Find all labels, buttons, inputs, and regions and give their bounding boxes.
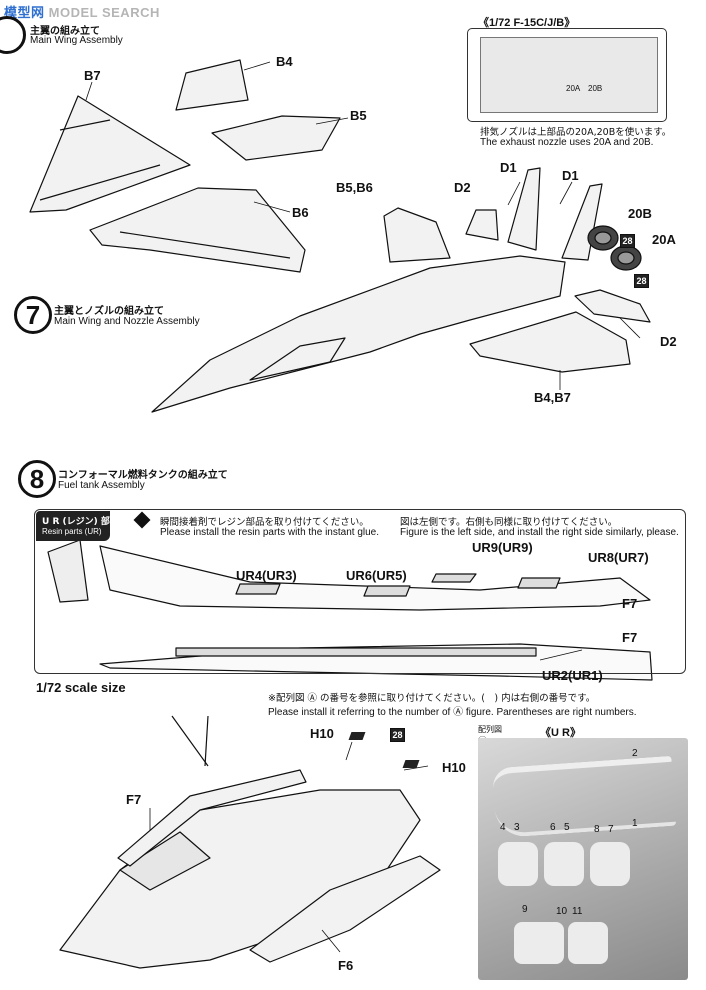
inset-part-20b: 20B — [588, 84, 603, 93]
inset-part-20a: 20A — [566, 84, 581, 93]
wing-part-b4 — [175, 59, 249, 111]
scale-size-label: 1/72 scale size — [36, 680, 126, 695]
stab-d2-right — [574, 289, 651, 323]
label-d2-right: D2 — [660, 334, 677, 349]
photo-n8: 8 — [594, 824, 600, 835]
resin-parts-box — [34, 509, 686, 674]
label-f7-a: F7 — [622, 596, 638, 611]
step6-title-en: Main Wing Assembly — [30, 35, 123, 46]
step7-number-circle: 7 — [14, 296, 52, 334]
photo-n2: 2 — [632, 748, 638, 759]
badge-28-a: 28 — [634, 274, 649, 288]
photo-n4: 4 — [500, 822, 506, 833]
watermark-logo: 模型网 MODEL SEARCH — [4, 2, 160, 21]
label-ur9: UR9(UR9) — [472, 540, 533, 555]
label-b7: B7 — [84, 68, 101, 83]
resin-parts-tag: U R (レジン) 部品 Resin parts (UR) — [36, 511, 119, 541]
photo-title: 《U R》 — [540, 727, 581, 739]
photo-n1: 1 — [632, 818, 638, 829]
label-b5b6: B5,B6 — [336, 180, 373, 195]
badge-28-b: 28 — [620, 234, 635, 248]
wing-b4b7 — [469, 311, 631, 373]
wing-part-b5 — [211, 115, 341, 161]
step7-title-en: Main Wing and Nozzle Assembly — [54, 316, 200, 327]
label-20b: 20B — [628, 206, 652, 221]
label-d2-top: D2 — [454, 180, 471, 195]
photo-n7: 7 — [608, 824, 614, 835]
badge-28-c: 28 — [390, 728, 405, 742]
label-d1-b: D1 — [562, 168, 579, 183]
refnote-en: Please install it referring to the numbe… — [268, 707, 637, 718]
photo-caption: 配列図 — [478, 725, 502, 734]
label-d1-a: D1 — [500, 160, 517, 175]
photo-n9: 9 — [522, 904, 528, 915]
resin-tag-en: Resin parts (UR) — [42, 527, 102, 536]
label-f7-b: F7 — [622, 630, 638, 645]
resin-part-3-4 — [498, 842, 538, 886]
resin-part-10-11 — [568, 922, 608, 964]
tank-f7 — [117, 769, 307, 867]
step8-title-en: Fuel tank Assembly — [58, 480, 145, 491]
label-b4: B4 — [276, 54, 293, 69]
label-h10-b: H10 — [442, 760, 466, 775]
inset-figure-box — [467, 28, 667, 122]
part-h10-a-shape — [348, 732, 366, 740]
resin-part-9 — [514, 922, 564, 964]
part-h10-b-shape — [402, 760, 420, 768]
tank-f6 — [249, 855, 441, 963]
photo-n3: 3 — [514, 822, 520, 833]
resin-figure-en: Figure is the left side, and install the… — [400, 527, 679, 538]
resin-part-7-8 — [590, 842, 630, 886]
label-b6: B6 — [292, 205, 309, 220]
refnote-jp: ※配列図 Ⓐ の番号を参照に取り付けてください。( ) 内は右側の番号です。 — [268, 693, 596, 704]
label-ur6: UR6(UR5) — [346, 568, 407, 583]
photo-n5: 5 — [564, 822, 570, 833]
resin-glue-jp: 瞬間接着剤でレジン部品を取り付けてください。 — [160, 517, 369, 528]
aircraft-step7 — [151, 255, 566, 413]
label-b4b7: B4,B7 — [534, 390, 571, 405]
label-ur8: UR8(UR7) — [588, 550, 649, 565]
fin-d1-right — [561, 183, 603, 261]
inset-title: 《1/72 F-15C/J/B》 — [478, 17, 576, 29]
step8-number-circle: 8 — [18, 460, 56, 498]
inset-note-en: The exhaust nozzle uses 20A and 20B. — [480, 137, 654, 148]
inset-parts-sprue — [480, 37, 658, 113]
photo-n6: 6 — [550, 822, 556, 833]
fin-d2-top — [465, 209, 499, 241]
step8-title-jp: コンフォーマル燃料タンクの組み立て — [58, 470, 228, 481]
label-f7-c: F7 — [126, 792, 142, 807]
step6-title-jp: 主翼の組み立て — [30, 26, 100, 37]
resin-tag-jp: U R (レジン) 部品 — [42, 517, 119, 527]
resin-glue-en: Please install the resin parts with the … — [160, 527, 380, 538]
resin-figure-jp: 図は左側です。右側も同様に取り付けてください。 — [400, 517, 618, 528]
resin-part-5-6 — [544, 842, 584, 886]
resin-parts-photo — [478, 738, 688, 980]
photo-n10: 10 — [556, 906, 568, 917]
label-20a: 20A — [652, 232, 676, 247]
label-b5: B5 — [350, 108, 367, 123]
watermark-text: MODEL SEARCH — [48, 5, 160, 20]
wing-part-b6 — [89, 187, 306, 273]
inset-note-jp: 排気ノズルは上部品の20A,20Bを使います。 — [480, 127, 672, 138]
label-h10-a: H10 — [310, 726, 334, 741]
photo-n11: 11 — [572, 906, 583, 917]
step7-title-jp: 主翼とノズルの組み立て — [54, 306, 164, 317]
label-ur4: UR4(UR3) — [236, 568, 297, 583]
label-f6: F6 — [338, 958, 354, 973]
wing-b5b6 — [383, 207, 451, 263]
label-ur2: UR2(UR1) — [542, 668, 603, 683]
fin-d1-left — [507, 167, 541, 251]
watermark-logo-text: 模型网 — [4, 5, 45, 20]
wing-part-b7 — [29, 95, 191, 213]
